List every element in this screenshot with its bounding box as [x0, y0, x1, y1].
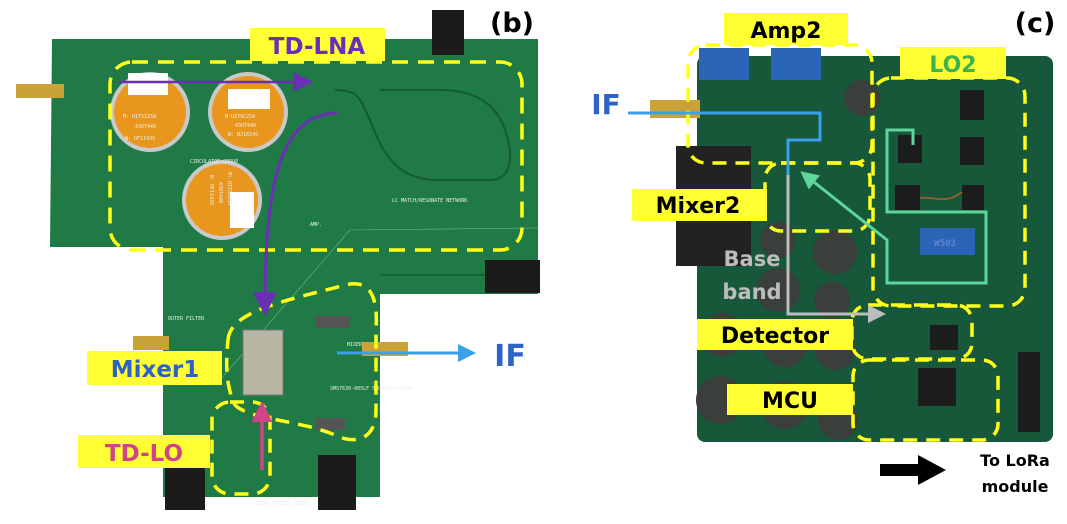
mixer2-label: Mixer2: [656, 194, 741, 219]
trimmer-potentiometer: [699, 48, 749, 80]
mcu-label: MCU: [762, 389, 818, 414]
to-lora-arrow: [880, 455, 946, 485]
silkscreen-text: 3I306 TUNNEL DIODE: [255, 501, 309, 507]
mixer-module: [242, 329, 284, 396]
dc-jack: [485, 260, 540, 293]
if-output-label: IF: [494, 339, 526, 374]
mixer1-region: [224, 281, 379, 442]
td-lna-region: [108, 60, 524, 252]
sma-connector: [16, 84, 64, 98]
dc-jack: [318, 455, 356, 510]
to-lora-label-line1: To LoRa: [980, 451, 1050, 470]
silkscreen-text: 430T440: [135, 124, 156, 130]
trimmer-text: W503: [934, 239, 956, 249]
ic-chips: [895, 90, 1040, 432]
trimmer-potentiometer: [920, 228, 975, 255]
panel-label-b: (b): [490, 8, 534, 39]
if-input-label: IF: [591, 88, 621, 121]
panel-b: M: UIYSI25A 430T440 N: OF1143S M:UIYSC25…: [16, 8, 540, 510]
silkscreen-text: AMP.: [310, 222, 322, 228]
amp2-label: Amp2: [750, 19, 821, 44]
silkscreen-text: N: NJ18145: [228, 132, 258, 138]
silkscreen-text: OUTER FILTER: [168, 316, 205, 322]
sma-connector: [133, 336, 169, 350]
td-lo-label: TD-LO: [105, 441, 183, 467]
silkscreen-text: 430T440: [235, 123, 256, 129]
silkscreen-text: N: OF1143S: [125, 136, 155, 142]
mixer1-label: Mixer1: [111, 357, 200, 383]
td-lna-label: TD-LNA: [269, 34, 366, 60]
silkscreen-text: N: OF11436: [208, 175, 214, 205]
panel-c: W503: [591, 8, 1055, 496]
detector-label: Detector: [721, 324, 829, 349]
panel-label-c: (c): [1015, 8, 1056, 39]
circulator-2: M:UIYSC25A 430T440 N: NJ18145: [208, 72, 288, 152]
silkscreen-text: LC MATCH/RESONATE NETWORK: [392, 198, 467, 204]
silkscreen-text: SMS7630-005LF SCHOTTKY PAIR: [330, 386, 412, 392]
silkscreen-text: M:UIYSC25A: [225, 114, 255, 120]
silkscreen-text: M: UIYSI25A: [226, 172, 232, 205]
trace: [334, 89, 511, 181]
trimmer-potentiometer: [771, 48, 821, 80]
to-lora-label-line2: module: [982, 477, 1049, 496]
if-input-path: [628, 111, 822, 175]
silkscreen-text: CIRCULATOR GROUP: [190, 159, 238, 165]
dc-jack: [432, 10, 464, 55]
mixer2-region: [763, 161, 872, 233]
lo2-label: LO2: [929, 53, 976, 78]
circulator-1: M: UIYSI25A 430T440 N: OF1143S: [110, 72, 190, 152]
baseband-label-line1: Base: [724, 247, 781, 271]
baseband-path: [786, 175, 886, 323]
td-lo-region: [210, 400, 272, 496]
silkscreen-text: MIXER: [347, 342, 363, 348]
silkscreen-text: 430T440: [217, 182, 223, 203]
circulator-3: M: UIYSI25A 430T440 N: OF11436: [182, 160, 262, 240]
lna-output-arrow: [253, 111, 338, 316]
silkscreen-text: M: UIYSI25A: [123, 114, 156, 120]
baseband-label-line2: band: [722, 280, 781, 304]
lo2-path: [800, 128, 988, 285]
sma-connector: [650, 100, 700, 118]
